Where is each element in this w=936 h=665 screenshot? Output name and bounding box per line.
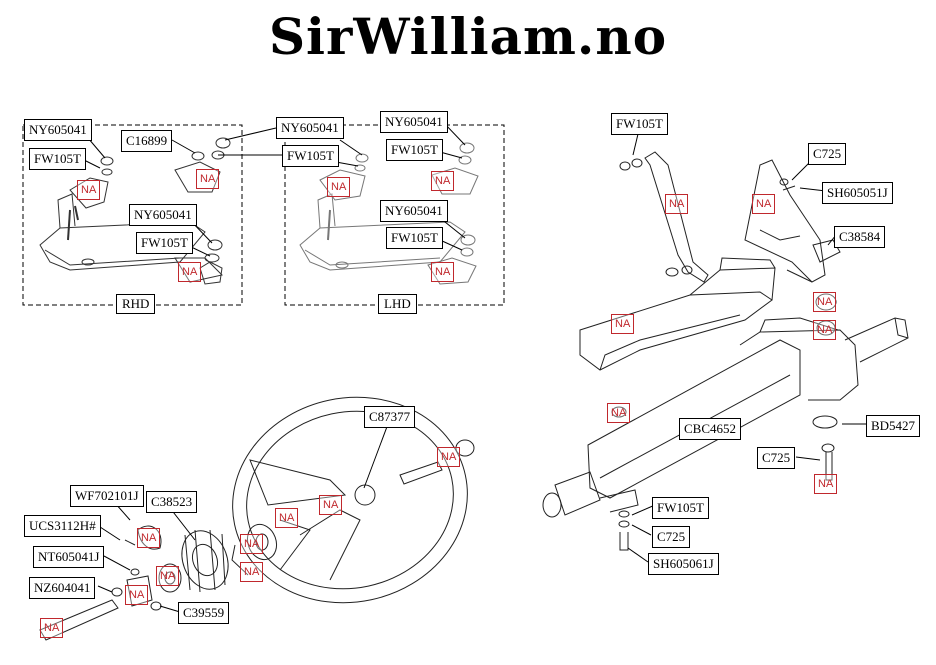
callout-part-number: SH605051J [822, 182, 893, 204]
na-marker: NA [156, 566, 180, 586]
callout-part-number: UCS3112H# [24, 515, 101, 537]
callout-part-number: C16899 [121, 130, 173, 152]
na-marker: NA [813, 292, 837, 312]
callout-part-number: C39559 [178, 602, 230, 624]
callout-part-number: C38523 [146, 491, 198, 513]
callout-part-number: C87377 [364, 406, 416, 428]
callout-part-number: C38584 [834, 226, 886, 248]
na-marker: NA [611, 314, 635, 334]
na-marker: NA [240, 534, 264, 554]
na-marker: NA [437, 447, 461, 467]
callout-part-number: NY605041 [380, 200, 448, 222]
na-marker: NA [77, 180, 101, 200]
callout-part-number: FW105T [611, 113, 668, 135]
na-marker: NA [814, 474, 838, 494]
callout-part-number: C725 [652, 526, 691, 548]
na-marker: NA [813, 320, 837, 340]
callout-part-number: FW105T [652, 497, 709, 519]
callout-part-number: WF702101J [70, 485, 144, 507]
na-marker: NA [431, 262, 455, 282]
wheel-leader-lines [96, 423, 389, 613]
callout-part-number: NY605041 [129, 204, 197, 226]
na-marker: NA [319, 495, 343, 515]
na-marker: NA [752, 194, 776, 214]
na-marker: NA [665, 194, 689, 214]
callout-part-number: FW105T [386, 139, 443, 161]
na-marker: NA [240, 562, 264, 582]
na-marker: NA [137, 528, 161, 548]
na-marker: NA [196, 169, 220, 189]
callout-part-number: NY605041 [380, 111, 448, 133]
callout-part-number: SH605061J [648, 553, 719, 575]
na-marker: NA [275, 508, 299, 528]
callout-part-number: C725 [757, 447, 796, 469]
na-marker: NA [40, 618, 64, 638]
lhd-group-label: LHD [378, 294, 417, 314]
callout-part-number: NT605041J [33, 546, 105, 568]
callout-part-number: NZ604041 [29, 577, 96, 599]
callout-part-number: FW105T [386, 227, 443, 249]
na-marker: NA [125, 585, 149, 605]
callout-part-number: NY605041 [276, 117, 344, 139]
callout-part-number: FW105T [136, 232, 193, 254]
callout-part-number: BD5427 [866, 415, 921, 437]
na-marker: NA [178, 262, 202, 282]
column-leader-lines [627, 133, 866, 563]
na-marker: NA [431, 171, 455, 191]
steering-wheel-drawing [39, 396, 475, 641]
callout-part-number: FW105T [29, 148, 86, 170]
callout-part-number: CBC4652 [679, 418, 742, 440]
na-marker: NA [607, 403, 631, 423]
upper-leader-lines [83, 121, 466, 257]
rhd-group-label: RHD [116, 294, 156, 314]
callout-part-number: FW105T [282, 145, 339, 167]
callout-part-number: NY605041 [24, 119, 92, 141]
site-title[interactable]: SirWilliam.no [268, 7, 668, 66]
na-marker: NA [327, 177, 351, 197]
steering-column-drawing [542, 151, 909, 551]
callout-part-number: C725 [808, 143, 847, 165]
